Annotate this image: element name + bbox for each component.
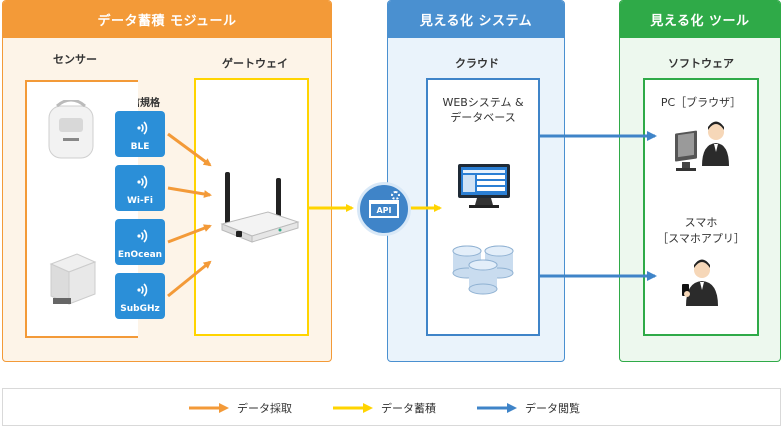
database-icon [451, 243, 517, 295]
protocol-badge-subghz: SubGHz [115, 273, 165, 319]
collection-module-title: データ蓄積 モジュール [3, 1, 331, 38]
api-label: API [376, 205, 392, 215]
legend-label: データ閲覧 [525, 402, 580, 415]
protocol-badge-enocean: EnOcean [115, 219, 165, 265]
wireless-icon [137, 229, 148, 243]
protocol-badge-ble: BLE [115, 111, 165, 157]
database-label: データベース [450, 111, 516, 124]
legend-item-collection: データ採取 [189, 400, 292, 416]
web-monitor-icon [457, 163, 511, 209]
legend-label: データ蓄積 [381, 402, 436, 415]
gear-icon [391, 191, 400, 200]
software-label: ソフトウェア [668, 57, 734, 70]
legend-item-storage: データ蓄積 [333, 400, 436, 416]
legend-swatch [189, 403, 229, 413]
gateway-box [194, 78, 309, 336]
legend-item-viewing: データ閲覧 [477, 400, 580, 416]
wireless-icon [137, 121, 148, 135]
protocol-badge-wifi: Wi-Fi [115, 165, 165, 211]
smartphone-app-label: ［スマホアプリ］ [657, 232, 745, 245]
smartphone-user-icon [678, 258, 722, 306]
protocol-label: Wi-Fi [127, 196, 153, 206]
cloud-label: クラウド [455, 57, 499, 70]
smartphone-label: スマホ [684, 216, 718, 229]
viewing-arrows [540, 131, 657, 281]
protocol-header: 通信規格 [120, 98, 160, 109]
wireless-icon [137, 175, 148, 189]
api-badge: API [357, 182, 411, 236]
environment-sensor-image [45, 98, 97, 160]
pc-label: PC［ブラウザ］ [660, 96, 742, 109]
legend-label: データ採取 [237, 402, 292, 415]
sensor-label: センサー [53, 53, 97, 66]
protocol-label: SubGHz [120, 304, 160, 314]
gateway-router-image [218, 168, 303, 246]
legend: データ採取 データ蓄積 データ閲覧 [2, 388, 781, 426]
visualize-tool-title: 見える化 ツール [620, 1, 780, 38]
sensor-bracket-top [25, 80, 138, 82]
protocol-label: EnOcean [117, 250, 163, 260]
pc-user-icon [672, 116, 730, 174]
flow-arrows [167, 131, 657, 298]
box-sensor-image [45, 250, 100, 310]
api-window: API [369, 200, 399, 218]
legend-swatch [333, 403, 373, 413]
web-system-label: WEBシステム & [442, 96, 524, 109]
wireless-icon [137, 283, 148, 297]
visualize-system-title: 見える化 システム [388, 1, 564, 38]
protocol-label: BLE [130, 142, 150, 152]
legend-swatch [477, 403, 517, 413]
gateway-label: ゲートウェイ [222, 57, 288, 70]
collection-arrows [167, 132, 212, 298]
